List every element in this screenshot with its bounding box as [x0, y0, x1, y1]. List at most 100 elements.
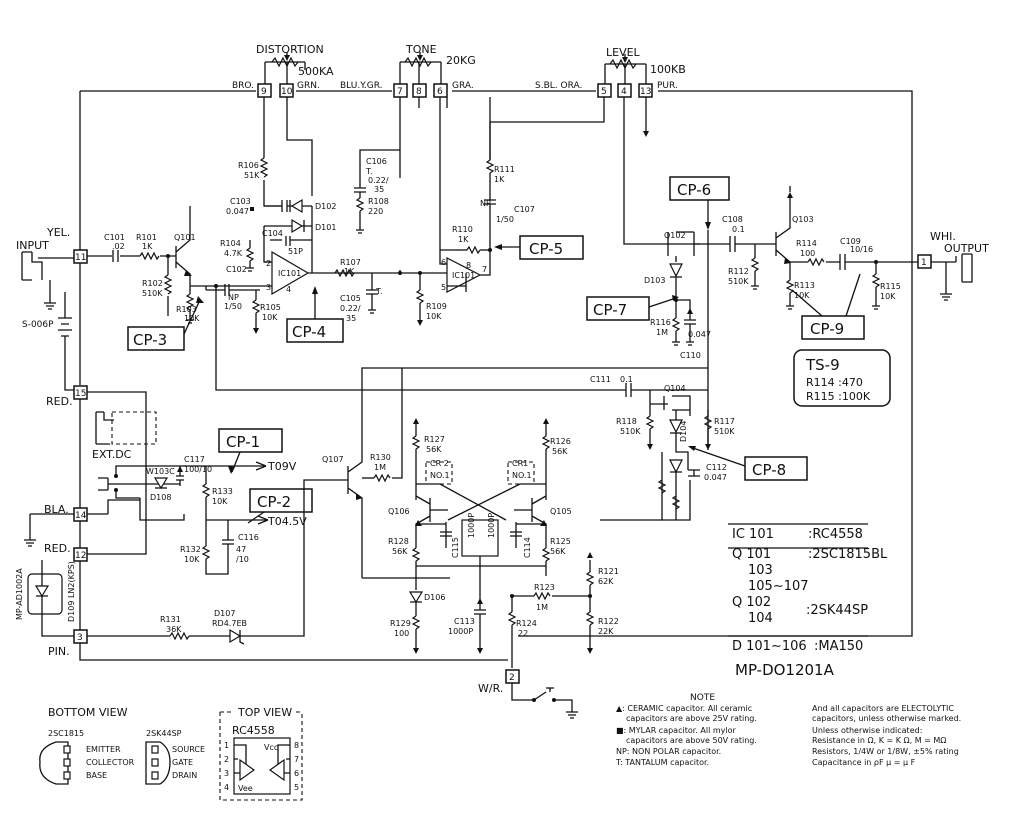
svg-text:100: 100	[800, 249, 815, 258]
wire-yel: YEL.	[46, 226, 70, 239]
svg-text:C106: C106	[366, 157, 387, 166]
q102-stage: Q102 C108 0.1 D103 R112 510K R116 1M 0.0…	[644, 215, 776, 450]
wire-whi: WHI.	[930, 230, 956, 243]
svg-text:Q107: Q107	[322, 455, 344, 464]
svg-text::2SC1815BL: :2SC1815BL	[808, 547, 888, 562]
svg-text:DRAIN: DRAIN	[172, 771, 197, 780]
svg-text:D107: D107	[214, 609, 235, 618]
svg-text:T.: T.	[375, 287, 382, 296]
svg-text:Capacitance in ρF μ = μ F: Capacitance in ρF μ = μ F	[812, 758, 916, 767]
svg-text:R118: R118	[616, 417, 637, 426]
svg-text:10/16: 10/16	[850, 245, 873, 254]
svg-text:0.047: 0.047	[688, 330, 711, 339]
svg-text:C108: C108	[722, 215, 743, 224]
svg-text:NP: NP	[228, 293, 239, 302]
wire-bla: BLA.	[44, 503, 69, 516]
svg-text:R126: R126	[550, 437, 571, 446]
level-value: 100KB	[650, 63, 686, 76]
jfet-part: 2SK44SP	[146, 729, 182, 738]
cp-8-label: CP-8	[752, 461, 786, 479]
svg-text:1000P: 1000P	[467, 513, 476, 538]
svg-text:R130: R130	[370, 453, 391, 462]
svg-text:3: 3	[266, 283, 271, 292]
svg-text:1K: 1K	[494, 175, 505, 184]
svg-text:R112: R112	[728, 267, 749, 276]
svg-text:BASE: BASE	[86, 771, 107, 780]
bottom-view-title: BOTTOM VIEW	[48, 706, 128, 719]
svg-text:CR 2: CR 2	[430, 459, 449, 468]
svg-text:Q 101: Q 101	[732, 547, 771, 562]
svg-text:R105: R105	[260, 303, 281, 312]
svg-text:C112: C112	[706, 463, 727, 472]
svg-text:1/50: 1/50	[496, 215, 514, 224]
battery-label: S-006P	[22, 320, 54, 330]
svg-text:C111: C111	[590, 375, 611, 384]
svg-text:Q104: Q104	[664, 384, 686, 393]
svg-text:CR1: CR1	[512, 459, 528, 468]
flipflop-section: Q107 R130 1M R127 56K R126 56K CR 2 NO.1…	[322, 367, 708, 719]
svg-text:capacitors are above 25V ratin: capacitors are above 25V rating.	[626, 714, 757, 723]
svg-text:T.: T.	[365, 167, 372, 176]
svg-text:10K: 10K	[794, 291, 810, 300]
svg-text:Resistance in Ω, K = K Ω, M =: Resistance in Ω, K = K Ω, M = MΩ	[812, 736, 946, 745]
top-terminal-strip: 9 10 7 8 6 5 4 13 BRO. GRN. BLU.Y.GR. GR…	[232, 81, 678, 98]
svg-text:10K: 10K	[426, 312, 442, 321]
note-title: NOTE	[690, 693, 715, 703]
svg-text:R127: R127	[424, 435, 445, 444]
svg-text:13: 13	[640, 87, 651, 97]
svg-text:11: 11	[75, 253, 86, 263]
svg-text:D104: D104	[679, 421, 688, 442]
svg-text:3: 3	[77, 633, 83, 643]
wire-bro: BRO.	[232, 81, 254, 91]
pot-distortion: DISTORTION 500KA	[256, 43, 334, 84]
input-label: INPUT	[16, 239, 49, 252]
svg-text:47: 47	[236, 545, 246, 554]
svg-text:C103: C103	[230, 197, 251, 206]
svg-text:C115: C115	[451, 537, 460, 558]
ext-dc-jack-outline	[111, 411, 157, 445]
svg-text:Vcc: Vcc	[264, 743, 278, 752]
svg-text:0.047: 0.047	[704, 473, 727, 482]
svg-text:1K: 1K	[142, 242, 153, 251]
svg-text:510K: 510K	[714, 427, 735, 436]
led-d109	[27, 573, 63, 615]
ts9-variant-box	[793, 349, 891, 407]
svg-text:Q101: Q101	[174, 233, 196, 242]
svg-text:R123: R123	[534, 583, 555, 592]
svg-text:Vee: Vee	[238, 784, 253, 793]
svg-text:3: 3	[224, 769, 229, 778]
top-wires	[263, 97, 668, 272]
cp-2-label: CP-2	[257, 493, 291, 511]
svg-text:.02: .02	[112, 242, 125, 251]
cr2-trim	[425, 461, 453, 485]
svg-text:NO.1: NO.1	[512, 471, 532, 480]
svg-text:8: 8	[466, 261, 471, 270]
svg-text:R109: R109	[426, 302, 447, 311]
distortion-stage: R106 51K C103 0.047 D102 D101 C104 51P R…	[205, 157, 600, 391]
cp-4-label: CP-4	[292, 323, 326, 341]
svg-text:1: 1	[921, 258, 927, 268]
svg-text:NP: NON POLAR capacitor.: NP: NON POLAR capacitor.	[616, 747, 721, 756]
svg-text:RD4.7EB: RD4.7EB	[212, 619, 247, 628]
cap-pair-c115-c114	[461, 519, 499, 557]
svg-text:4: 4	[224, 783, 229, 792]
svg-text:R129: R129	[390, 619, 411, 628]
svg-text:510K: 510K	[620, 427, 641, 436]
svg-text::MA150: :MA150	[814, 639, 863, 654]
svg-text:C107: C107	[514, 205, 535, 214]
svg-text:1M: 1M	[374, 463, 386, 472]
output-label: OUTPUT	[944, 242, 989, 255]
cp-7-label: CP-7	[593, 301, 627, 319]
svg-text:R108: R108	[368, 197, 389, 206]
cp-9-label: CP-9	[810, 320, 844, 338]
svg-text:R133: R133	[212, 487, 233, 496]
svg-text:R103: R103	[176, 305, 197, 314]
supply-45v: T04.5V	[267, 515, 307, 528]
svg-text:12: 12	[75, 551, 86, 561]
svg-text:1: 1	[224, 741, 229, 750]
svg-text:7: 7	[397, 87, 403, 97]
ic101-a-symbol	[271, 250, 310, 296]
cp-6-label: CP-6	[677, 181, 711, 199]
svg-text:C109: C109	[840, 237, 861, 246]
checkpoints: CP-3 CP-4 CP-5 CP-6 CP-7 CP-9 CP-8 CP-1 …	[127, 176, 865, 524]
